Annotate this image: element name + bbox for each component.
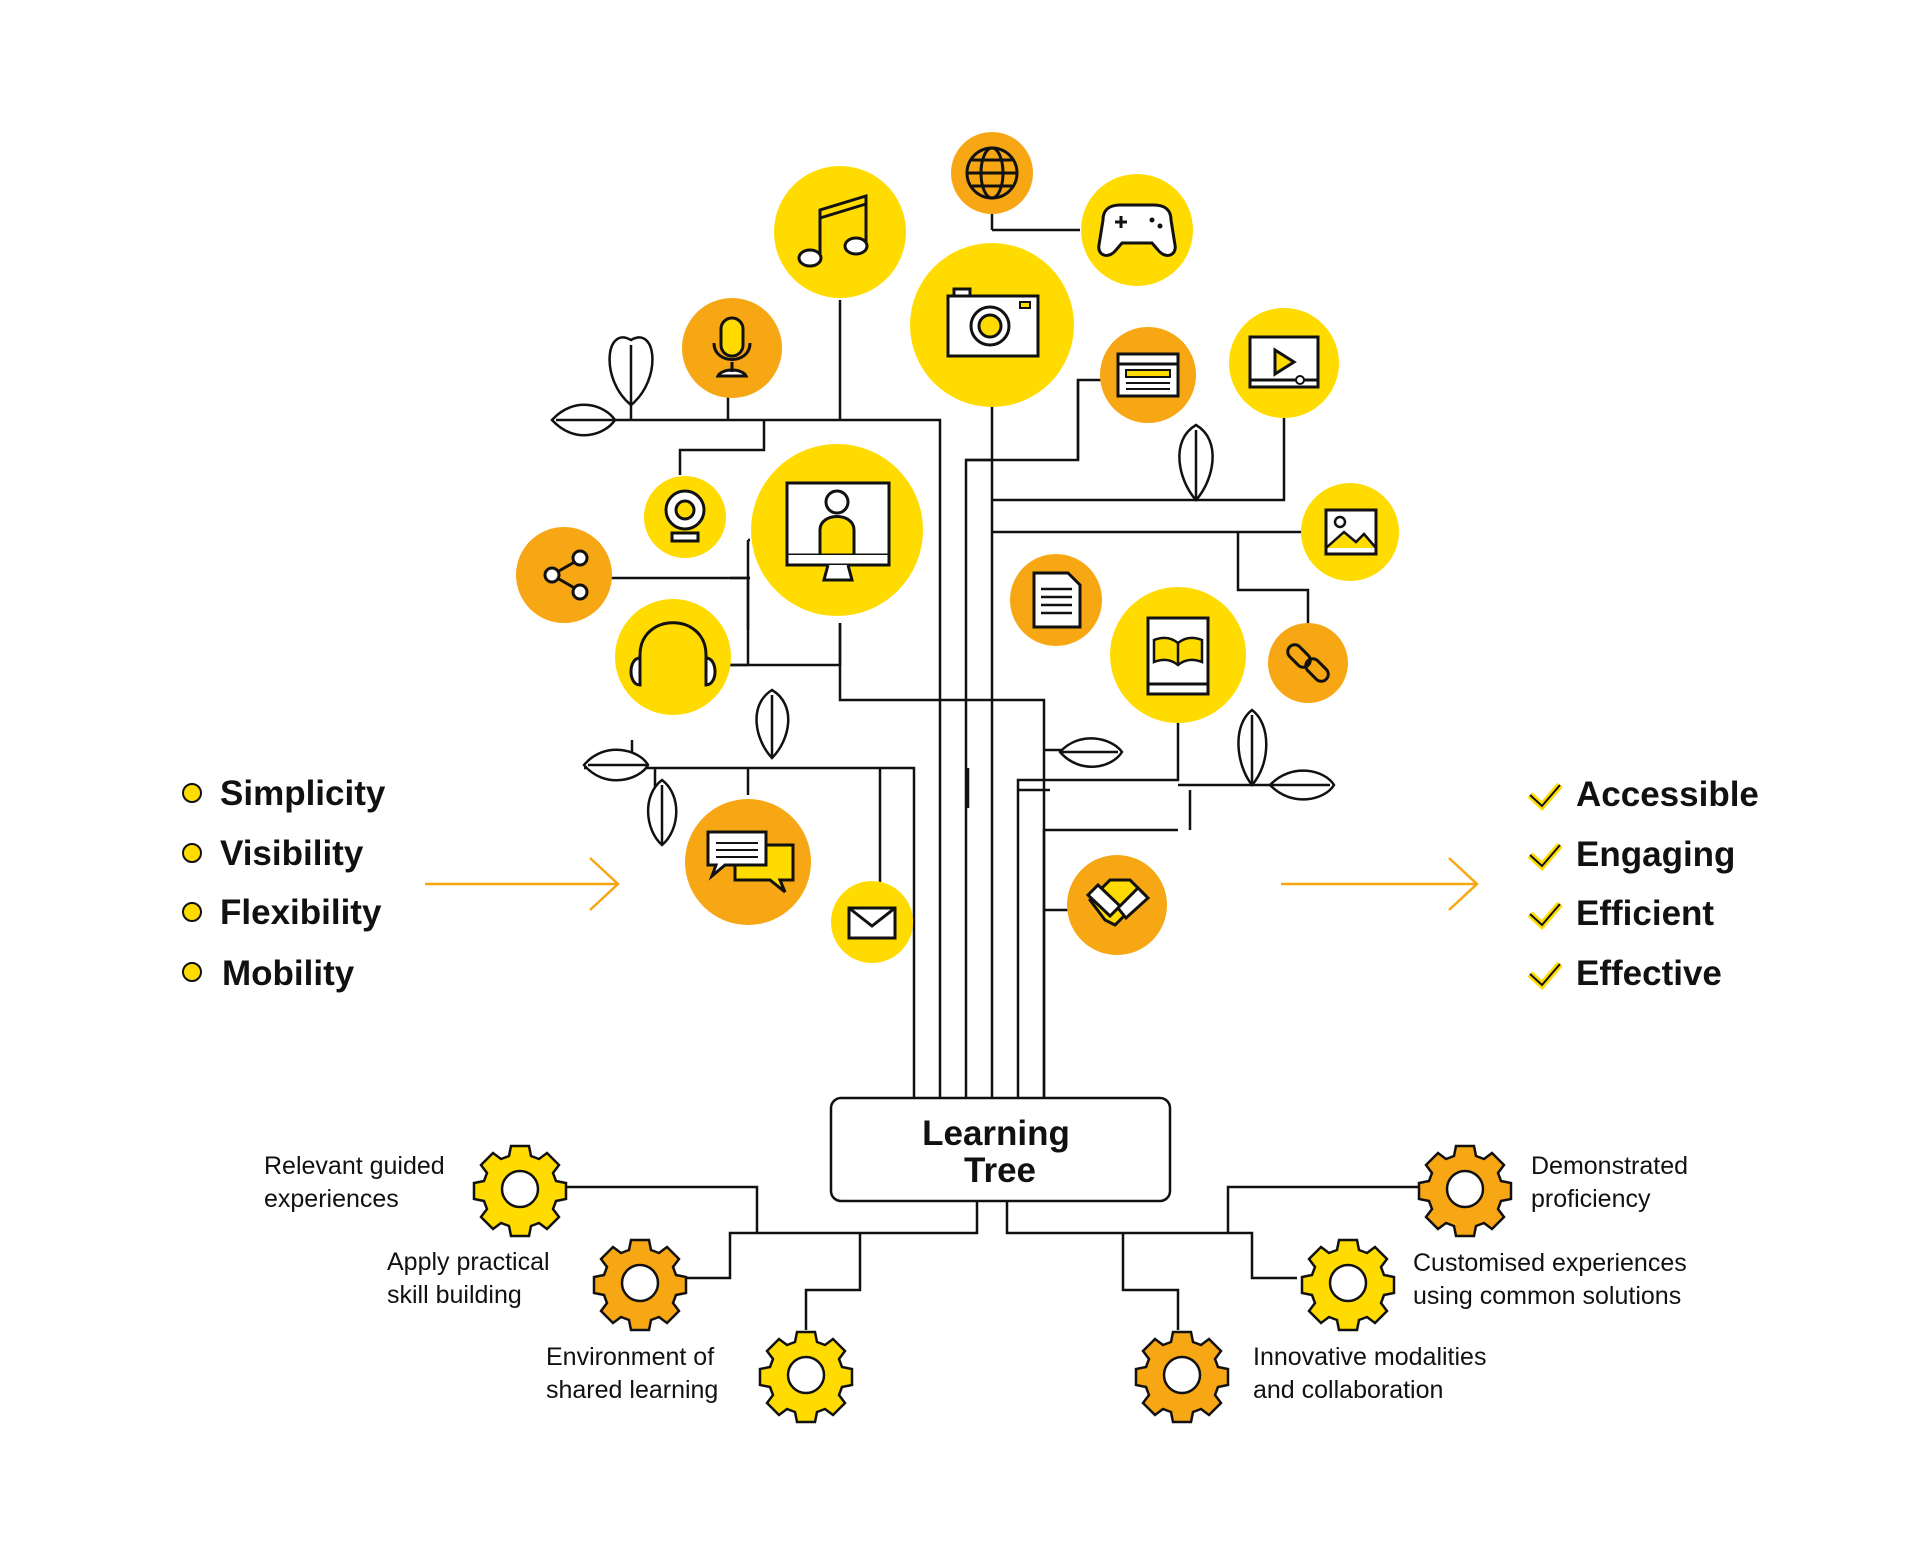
left-item-flexibility: Flexibility — [220, 893, 382, 932]
check-icon — [1527, 901, 1563, 931]
chat-icon — [685, 799, 811, 925]
left-arrow — [425, 857, 620, 911]
gear-label-right-1a: Demonstrated — [1531, 1152, 1688, 1180]
webcam-icon — [644, 476, 726, 558]
check-icon — [1527, 842, 1563, 872]
bullet-dot — [182, 962, 202, 982]
learning-tree-node: Learning Tree — [829, 1096, 1172, 1203]
bullet-dot — [182, 843, 202, 863]
left-item-simplicity: Simplicity — [220, 774, 386, 813]
gear-icon — [1417, 1144, 1513, 1238]
gear-right-1 — [1417, 1144, 1513, 1238]
gear-icon — [472, 1144, 568, 1238]
icon-nodes — [516, 132, 1399, 963]
microphone-icon — [682, 298, 782, 398]
bullet-dot — [182, 902, 202, 922]
gear-label-right-2a: Customised experiences — [1413, 1249, 1687, 1277]
right-item-effective: Effective — [1576, 954, 1722, 993]
gear-left-2 — [592, 1238, 688, 1332]
left-attribute-list: Simplicity Visibility Flexibility Mobili… — [182, 774, 386, 993]
node-title-line2: Tree — [964, 1151, 1036, 1190]
gear-label-left-2a: Apply practical — [387, 1248, 550, 1276]
share-icon — [516, 527, 612, 623]
gear-right-2 — [1300, 1238, 1396, 1332]
gear-label-left-1a: Relevant guided — [264, 1152, 445, 1180]
node-title-line1: Learning — [922, 1114, 1070, 1153]
gear-icon — [592, 1238, 688, 1332]
gear-left-1 — [472, 1144, 568, 1238]
gear-label-left-1b: experiences — [264, 1185, 399, 1213]
gear-label-right-1b: proficiency — [1531, 1185, 1651, 1213]
headphones-icon — [615, 599, 731, 715]
document-icon — [1010, 554, 1102, 646]
gear-icon — [1134, 1330, 1230, 1424]
email-icon — [831, 881, 913, 963]
tree-branches — [560, 173, 1318, 1097]
right-item-efficient: Efficient — [1576, 894, 1714, 933]
check-icon — [1527, 961, 1563, 991]
left-item-visibility: Visibility — [220, 834, 364, 873]
right-arrow — [1281, 857, 1479, 911]
handshake-icon — [1067, 855, 1167, 955]
video-player-icon — [1229, 308, 1339, 418]
gear-label-right-3a: Innovative modalities — [1253, 1343, 1486, 1371]
gear-label-right-3b: and collaboration — [1253, 1376, 1443, 1404]
gear-icon — [1300, 1238, 1396, 1332]
globe-icon — [951, 132, 1033, 214]
leaf-decorations — [550, 336, 1336, 847]
gear-left-3 — [758, 1330, 854, 1424]
right-item-engaging: Engaging — [1576, 835, 1735, 874]
gear-icon — [758, 1330, 854, 1424]
right-attribute-list: Accessible Engaging Efficient Effective — [1527, 775, 1759, 993]
gear-label-left-3b: shared learning — [546, 1376, 718, 1404]
bullet-dot — [182, 783, 202, 803]
link-icon — [1268, 623, 1348, 703]
game-controller-icon — [1081, 174, 1193, 286]
gear-label-left-3a: Environment of — [546, 1343, 714, 1371]
gear-label-right-2b: using common solutions — [1413, 1282, 1681, 1310]
book-icon — [1110, 587, 1246, 723]
video-call-icon — [751, 444, 923, 616]
check-icon — [1527, 782, 1563, 812]
left-item-mobility: Mobility — [222, 954, 355, 993]
browser-window-icon — [1100, 327, 1196, 423]
right-item-accessible: Accessible — [1576, 775, 1759, 814]
gear-right-3 — [1134, 1330, 1230, 1424]
camera-icon — [910, 243, 1074, 407]
root-lines — [563, 1185, 1420, 1330]
gear-label-left-2b: skill building — [387, 1281, 522, 1309]
image-icon — [1301, 483, 1399, 581]
music-icon — [774, 166, 906, 298]
